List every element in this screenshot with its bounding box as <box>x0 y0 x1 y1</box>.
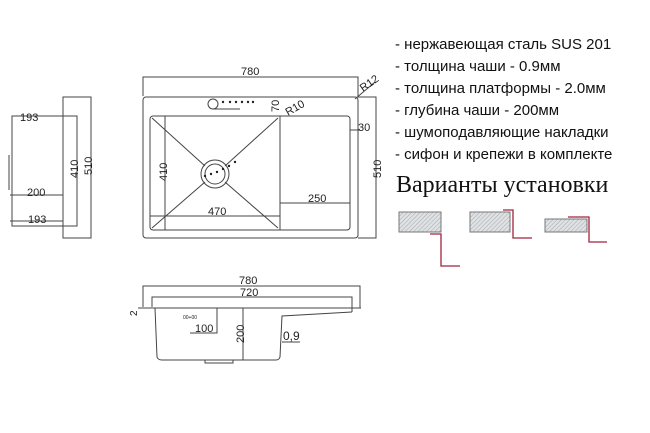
dim-70: 70 <box>270 100 282 112</box>
dim-780: 780 <box>241 66 259 78</box>
dim-193-top: 193 <box>20 112 38 124</box>
spec-item: - толщина чаши - 0.9мм <box>395 58 561 75</box>
install-variants <box>398 209 607 267</box>
small-label: 00+00 <box>183 315 197 321</box>
spec-item: - нержавеющая сталь SUS 201 <box>395 36 612 53</box>
dim-780: 780 <box>239 275 257 287</box>
faucet-dots <box>203 100 255 178</box>
dim-193-bottom: 193 <box>28 214 46 226</box>
dim-30: 30 <box>358 122 370 134</box>
spec-list: - нержавеющая сталь SUS 201 - толщина ча… <box>395 34 612 166</box>
dim-200: 200 <box>235 325 247 343</box>
section-view: 780 720 2 00+00 100 200 0,9 <box>129 275 361 364</box>
spec-item: - толщина платформы - 2.0мм <box>395 80 606 97</box>
dim-510: 510 <box>83 157 95 175</box>
dim-410: 410 <box>69 160 81 178</box>
dim-100: 100 <box>195 323 213 335</box>
install-title: Варианты установки <box>396 172 609 198</box>
dim-r12: R12 <box>358 73 381 94</box>
dim-0-9: 0,9 <box>283 329 300 343</box>
top-view: 780 R12 R10 70 30 510 410 470 250 <box>142 66 384 239</box>
side-view: 193 200 193 410 510 <box>8 96 95 239</box>
spec-item: - сифон и крепежи в комплекте <box>395 146 613 163</box>
dim-410: 410 <box>158 163 170 181</box>
spec-item: - шумоподавляющие накладки <box>395 124 609 141</box>
dim-510: 510 <box>372 160 384 178</box>
dim-720: 720 <box>240 287 258 299</box>
dim-200: 200 <box>27 187 45 199</box>
spec-item: - глубина чаши - 200мм <box>395 102 560 119</box>
dim-250: 250 <box>308 193 326 205</box>
dim-470: 470 <box>208 206 226 218</box>
dim-2: 2 <box>129 310 140 316</box>
